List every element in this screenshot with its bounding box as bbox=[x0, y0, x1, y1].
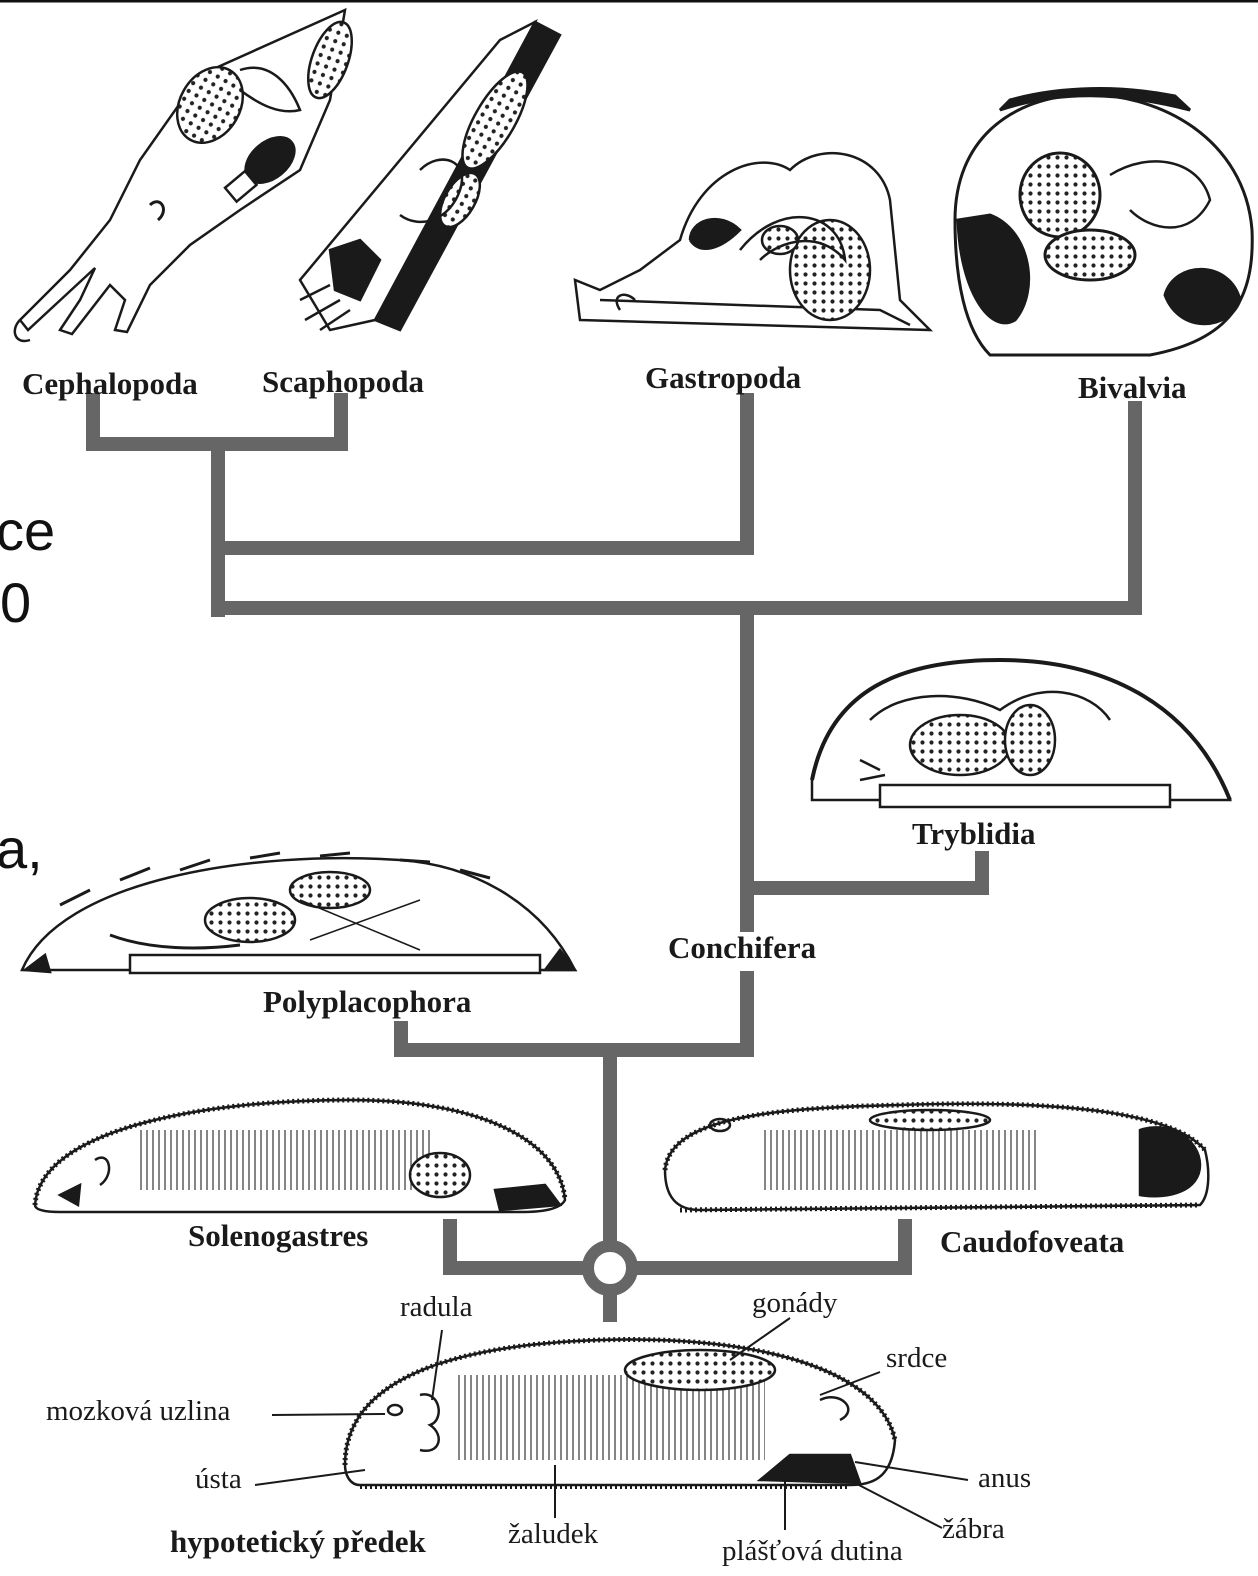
tree-branch-bivalvia bbox=[218, 408, 1135, 608]
cropped-text-1: ce bbox=[0, 498, 55, 563]
label-radula: radula bbox=[400, 1291, 472, 1324]
cropped-text-3: a, bbox=[0, 816, 43, 881]
solenogastres-illustration bbox=[35, 1100, 565, 1212]
label-plastova-dutina: plášťová dutina bbox=[722, 1535, 903, 1568]
label-caudofoveata: Caudofoveata bbox=[940, 1224, 1124, 1260]
label-conchifera: Conchifera bbox=[668, 930, 816, 966]
label-hypoteticky-predek: hypotetický předek bbox=[170, 1524, 426, 1560]
label-scaphopoda: Scaphopoda bbox=[262, 364, 424, 400]
label-zaludek: žaludek bbox=[508, 1518, 598, 1551]
tree-branch-tryblidia bbox=[747, 858, 982, 888]
label-cephalopoda: Cephalopoda bbox=[22, 366, 198, 402]
label-zabra: žábra bbox=[942, 1513, 1005, 1546]
caudofoveata-illustration bbox=[665, 1104, 1208, 1210]
cropped-text-2: 0 bbox=[0, 570, 31, 635]
label-bivalvia: Bivalvia bbox=[1078, 370, 1187, 406]
gastropoda-illustration bbox=[575, 153, 930, 330]
tree-branch-aplacophora bbox=[450, 1226, 905, 1268]
bivalvia-illustration bbox=[955, 89, 1252, 355]
tryblidia-illustration bbox=[812, 660, 1230, 807]
label-solenogastres: Solenogastres bbox=[188, 1218, 368, 1254]
label-anus: anus bbox=[978, 1462, 1031, 1495]
label-gastropoda: Gastropoda bbox=[645, 360, 801, 396]
label-tryblidia: Tryblidia bbox=[912, 816, 1035, 852]
tree-branch-gastropoda bbox=[218, 400, 747, 548]
label-polyplacophora: Polyplacophora bbox=[263, 984, 471, 1020]
label-srdce: srdce bbox=[886, 1342, 947, 1375]
label-mozkova-uzlina: mozková uzlina bbox=[46, 1395, 230, 1428]
ancestral-node bbox=[588, 1246, 632, 1290]
ancestor-illustration bbox=[345, 1340, 895, 1487]
label-usta: ústa bbox=[195, 1463, 242, 1496]
polyplacophora-illustration bbox=[22, 853, 575, 973]
label-gonady: gonády bbox=[752, 1287, 837, 1320]
